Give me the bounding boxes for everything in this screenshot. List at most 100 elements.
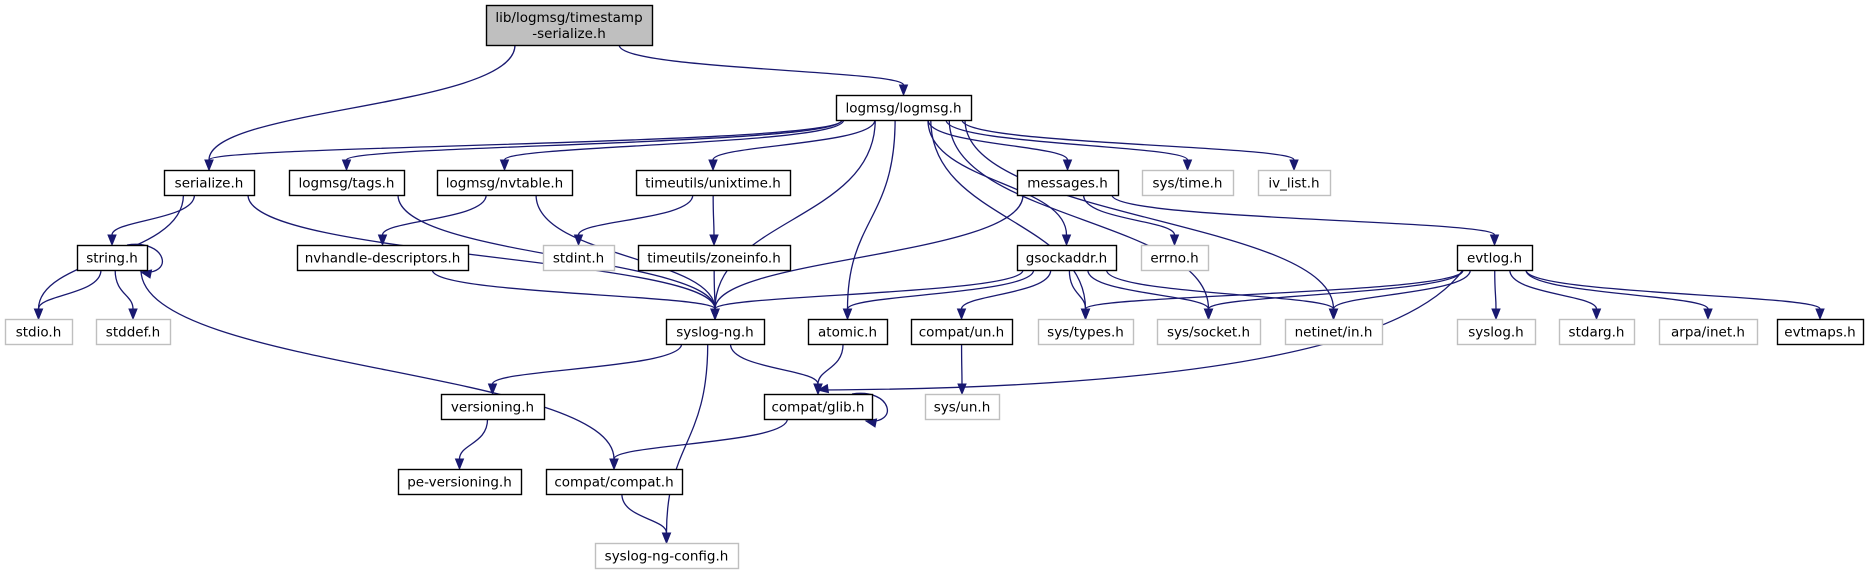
- edge-syslogng-to-versioning: [487, 343, 683, 396]
- node-box: [637, 244, 792, 272]
- node-label: syslog-ng.h: [676, 325, 753, 341]
- edge-line: [665, 343, 709, 534]
- node-syssocket[interactable]: sys/socket.h: [1156, 318, 1262, 346]
- edge-line: [577, 194, 694, 236]
- node-label: lib/logmsg/timestamp: [495, 10, 642, 26]
- edge-string-to-stddef: [114, 269, 138, 321]
- node-label: stdio.h: [16, 325, 62, 341]
- arrow-head: [1203, 308, 1214, 321]
- node-label: compat/un.h: [919, 325, 1004, 341]
- node-label: iv_list.h: [1268, 176, 1319, 192]
- arrow-head: [377, 234, 388, 247]
- node-nvhandle[interactable]: nvhandle-descriptors.h: [296, 244, 470, 272]
- edge-line: [1082, 194, 1176, 236]
- node-label: compat/glib.h: [771, 400, 864, 416]
- arrow-head: [107, 234, 117, 247]
- node-stdarg[interactable]: stdarg.h: [1558, 318, 1636, 346]
- edge-logmsg-to-syslogng: [710, 119, 876, 321]
- node-box: [835, 94, 973, 122]
- edge-syslogng-to-glib: [729, 343, 823, 396]
- edge-line: [948, 119, 1210, 310]
- node-box: [1658, 318, 1759, 346]
- node-label: serialize.h: [175, 176, 244, 192]
- arrow-head: [864, 418, 878, 428]
- arrow-head: [661, 532, 672, 545]
- arrow-head: [204, 159, 214, 172]
- edge-unixtime-to-stdint: [573, 194, 694, 247]
- node-label: logmsg/nvtable.h: [446, 176, 563, 192]
- node-label: gsockaddr.h: [1026, 251, 1107, 267]
- node-errno[interactable]: errno.h: [1140, 244, 1210, 272]
- edge-nvhandle-to-syslogng: [431, 269, 720, 321]
- arrow-head: [454, 458, 465, 471]
- node-syslog[interactable]: syslog.h: [1456, 318, 1537, 346]
- node-tags[interactable]: logmsg/tags.h: [288, 169, 406, 197]
- node-label: syslog.h: [1468, 325, 1523, 341]
- node-evtlog[interactable]: evtlog.h: [1456, 244, 1534, 272]
- edge-nvtable-to-nvhandle: [377, 194, 487, 247]
- arrow-head: [573, 234, 584, 247]
- node-box: [1037, 318, 1135, 346]
- edge-line: [961, 119, 1295, 161]
- node-stdint[interactable]: stdint.h: [542, 244, 616, 272]
- node-label: sys/time.h: [1153, 176, 1223, 192]
- node-syslogng[interactable]: syslog-ng.h: [665, 318, 766, 346]
- node-config[interactable]: syslog-ng-config.h: [594, 542, 740, 570]
- node-messages[interactable]: messages.h: [1016, 169, 1120, 197]
- edge-line: [846, 269, 1035, 310]
- node-compat[interactable]: compat/compat.h: [545, 468, 684, 496]
- edge-logmsg-to-systypes: [930, 119, 1091, 321]
- node-box: [665, 318, 766, 346]
- node-nvtable[interactable]: logmsg/nvtable.h: [436, 169, 574, 197]
- node-arpainet[interactable]: arpa/inet.h: [1658, 318, 1759, 346]
- node-ivlist[interactable]: iv_list.h: [1257, 169, 1332, 197]
- node-logmsg[interactable]: logmsg/logmsg.h: [835, 94, 973, 122]
- node-peversioning[interactable]: pe-versioning.h: [397, 468, 523, 496]
- node-compatun[interactable]: compat/un.h: [910, 318, 1014, 346]
- node-label: pe-versioning.h: [407, 475, 512, 491]
- node-systypes[interactable]: sys/types.h: [1037, 318, 1135, 346]
- node-label: compat/compat.h: [554, 475, 673, 491]
- node-box: [288, 169, 406, 197]
- node-netinet[interactable]: netinet/in.h: [1284, 318, 1384, 346]
- node-sysun[interactable]: sys/un.h: [924, 393, 1001, 421]
- node-box: [1776, 318, 1865, 346]
- node-label: nvhandle-descriptors.h: [305, 251, 461, 267]
- node-label: logmsg/logmsg.h: [845, 101, 961, 117]
- edge-evtlog-to-systypes: [1080, 269, 1464, 321]
- edge-line: [930, 119, 1087, 310]
- edge-logmsg-to-tags: [341, 119, 843, 172]
- edge-logmsg-to-systime: [945, 119, 1193, 172]
- node-box: [1140, 244, 1210, 272]
- node-root[interactable]: lib/logmsg/timestamp-serialize.h: [485, 4, 654, 47]
- node-label: sys/socket.h: [1167, 325, 1250, 341]
- edge-gsockaddr-to-netinet: [1105, 269, 1339, 321]
- arrow-head: [1815, 308, 1825, 321]
- edge-evtlog-to-arpainet: [1525, 269, 1713, 321]
- node-evtmaps[interactable]: evtmaps.h: [1776, 318, 1865, 346]
- node-serialize[interactable]: serialize.h: [163, 169, 256, 197]
- node-gsockaddr[interactable]: gsockaddr.h: [1016, 244, 1118, 272]
- node-box: [1558, 318, 1636, 346]
- edge-line: [535, 194, 716, 310]
- node-zoneinfo[interactable]: timeutils/zoneinfo.h: [637, 244, 792, 272]
- node-atomic[interactable]: atomic.h: [807, 318, 889, 346]
- edge-line: [1525, 269, 1709, 310]
- node-string[interactable]: string.h: [76, 244, 149, 272]
- edge-line: [114, 269, 134, 310]
- edge-logmsg-to-nvtable: [499, 119, 845, 172]
- node-box: [95, 318, 172, 346]
- edge-line: [613, 418, 789, 460]
- arrow-head: [842, 308, 853, 321]
- node-versioning[interactable]: versioning.h: [440, 393, 546, 421]
- node-systime[interactable]: sys/time.h: [1141, 169, 1235, 197]
- node-glib[interactable]: compat/glib.h: [763, 393, 874, 421]
- edge-evtlog-to-stdarg: [1509, 269, 1602, 321]
- node-stddef[interactable]: stddef.h: [95, 318, 172, 346]
- node-unixtime[interactable]: timeutils/unixtime.h: [635, 169, 792, 197]
- node-stdio[interactable]: stdio.h: [4, 318, 74, 346]
- node-box: [594, 542, 740, 570]
- node-label: stdarg.h: [1569, 325, 1625, 341]
- node-box: [1456, 244, 1534, 272]
- node-label: arpa/inet.h: [1671, 325, 1745, 341]
